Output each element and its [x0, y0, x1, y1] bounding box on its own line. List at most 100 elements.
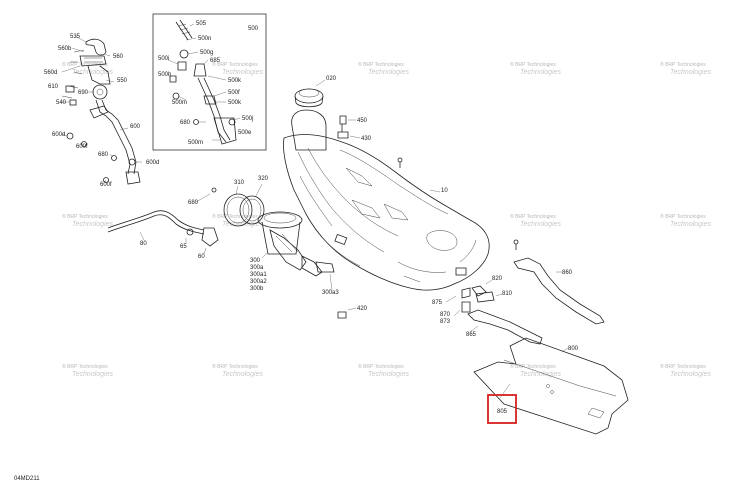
watermark-text: ® BRP Technologies [660, 363, 706, 370]
part-label-500j: 500j [242, 116, 253, 122]
watermark-text: Technologies [222, 371, 263, 378]
part-label-80: 80 [140, 241, 147, 247]
part-label-800: 800 [568, 346, 579, 352]
watermark-text: ® BRP Technologies [358, 363, 404, 370]
part-label-65: 65 [180, 244, 187, 250]
part-label-680b: 680 [180, 120, 191, 126]
part-label-300a: 300a [250, 265, 264, 271]
highlight-box [487, 394, 517, 424]
inset-title: 500 [248, 26, 259, 32]
part-label-500m: 500m [172, 100, 187, 106]
part-label-500m2: 500m [188, 140, 203, 146]
part-label-870: 870 [440, 312, 451, 318]
watermark-text: ® BRP Technologies [358, 61, 404, 68]
watermark-text: Technologies [670, 69, 711, 76]
diagram-code: 04MD211 [14, 476, 40, 482]
watermark-text: Technologies [222, 221, 263, 228]
part-label-600f: 600f [76, 144, 88, 150]
bracket-group: 820 810 875 870 873 865 860 800 [432, 257, 629, 435]
part-label-300a2: 300a2 [250, 279, 267, 285]
part-label-600d: 600d [52, 132, 65, 138]
watermark-text: Technologies [520, 371, 561, 378]
part-label-810: 810 [502, 291, 513, 297]
watermark-text: Technologies [670, 371, 711, 378]
inset-500: 500 505 500n 500g 500i 685 500h 500k 500… [152, 13, 267, 151]
part-label-300a1: 300a1 [250, 272, 267, 278]
highlighted-part-label: 805 [497, 409, 508, 415]
watermark-text: ® BRP Technologies [510, 61, 556, 68]
part-label-680c: 680 [188, 200, 199, 206]
part-label-450: 450 [357, 118, 368, 124]
part-label-300b: 300b [250, 286, 264, 292]
part-label-310: 310 [234, 180, 245, 186]
watermark-text: ® BRP Technologies [212, 61, 258, 68]
part-label-505: 505 [196, 21, 207, 27]
part-label-500g: 500g [200, 50, 213, 56]
watermark-text: ® BRP Technologies [660, 61, 706, 68]
part-label-690: 690 [78, 90, 89, 96]
part-label-500f: 500f [228, 90, 240, 96]
watermark-text: ® BRP Technologies [62, 61, 108, 68]
part-label-680: 680 [98, 152, 109, 158]
part-label-600d2: 600d [146, 160, 159, 166]
watermark-text: Technologies [670, 221, 711, 228]
watermark-text: Technologies [368, 69, 409, 76]
watermark-text: Technologies [520, 69, 561, 76]
inset-frame [152, 13, 267, 151]
part-label-500n: 500n [198, 36, 211, 42]
part-label-610: 610 [48, 84, 59, 90]
part-label-300: 300 [250, 258, 261, 264]
part-label-865: 865 [466, 332, 477, 338]
part-label-685: 685 [210, 58, 221, 64]
watermark-text: Technologies [72, 221, 113, 228]
part-label-560b: 560b [58, 46, 72, 52]
part-label-500k: 500k [228, 78, 242, 84]
watermark-text: Technologies [72, 371, 113, 378]
part-label-535: 535 [70, 34, 81, 40]
part-label-500i: 500i [158, 56, 169, 62]
part-label-540: 540 [56, 100, 67, 106]
part-label-020: 020 [326, 76, 337, 82]
filler-labels: 535 560b 560 560d 550 610 690 540 600 60… [44, 34, 159, 188]
watermark-text: Technologies [520, 221, 561, 228]
part-label-600: 600 [130, 124, 141, 130]
part-label-560d: 560d [44, 70, 57, 76]
fuel-tank: 020 10 450 430 [283, 76, 519, 291]
part-label-430: 430 [361, 136, 372, 142]
part-label-500k2: 500k [228, 100, 242, 106]
part-label-10: 10 [441, 188, 448, 194]
part-label-320: 320 [258, 176, 269, 182]
part-label-820: 820 [492, 276, 503, 282]
highlighted-callout-805[interactable]: 805 [487, 394, 517, 424]
part-label-873: 873 [440, 319, 451, 325]
part-label-300a3: 300a3 [322, 290, 339, 296]
part-label-560: 560 [113, 54, 124, 60]
part-label-60: 60 [198, 254, 205, 260]
watermark-text: ® BRP Technologies [510, 213, 556, 220]
watermark-text: ® BRP Technologies [212, 213, 258, 220]
part-label-420: 420 [357, 306, 368, 312]
watermark-text: ® BRP Technologies [660, 213, 706, 220]
watermark-text: Technologies [72, 69, 113, 76]
part-label-600f2: 600f [100, 182, 112, 188]
part-label-875: 875 [432, 300, 443, 306]
fuel-pump-group: 310 320 680 300 300a 300a1 300a2 300b 30… [107, 176, 368, 319]
watermark-text: Technologies [368, 371, 409, 378]
watermark-text: ® BRP Technologies [510, 363, 556, 370]
